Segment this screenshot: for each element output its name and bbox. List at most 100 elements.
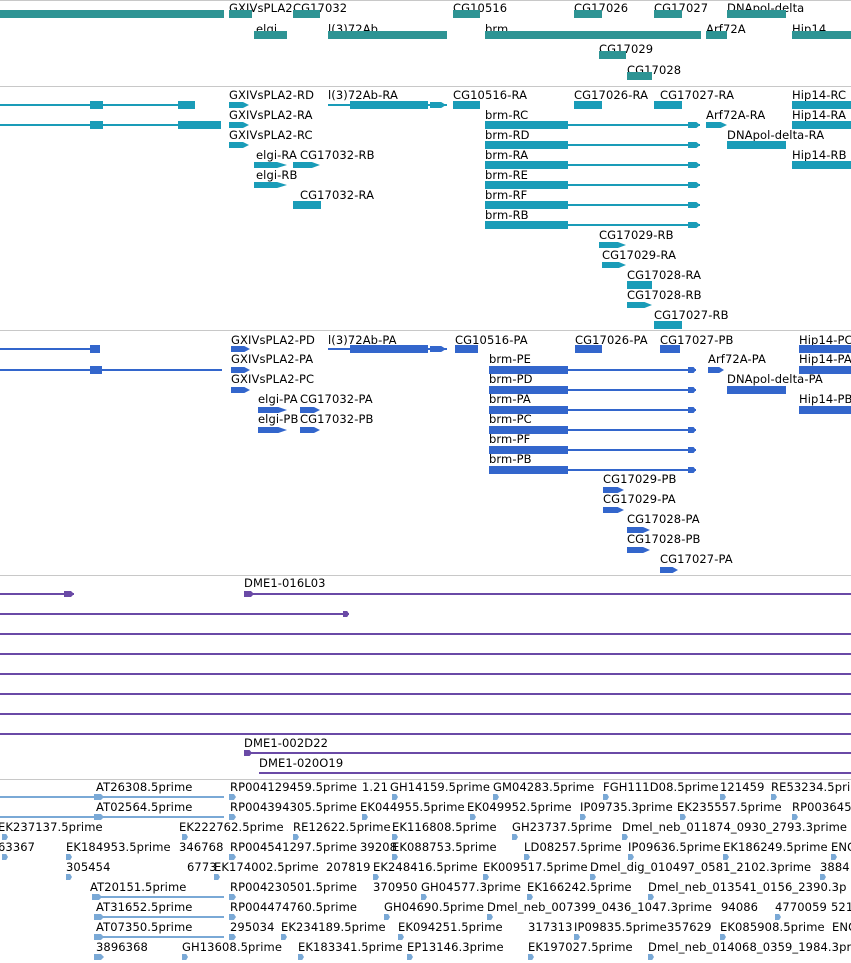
strand-arrow-icon[interactable] bbox=[407, 954, 413, 960]
feature-label[interactable]: 207819 bbox=[326, 860, 371, 874]
feature-label[interactable]: 346768 bbox=[179, 840, 224, 854]
exon-block[interactable] bbox=[574, 101, 602, 109]
strand-arrow-icon[interactable] bbox=[92, 894, 102, 900]
feature-label[interactable]: RE12622.5prime bbox=[293, 820, 391, 834]
strand-arrow-icon[interactable] bbox=[231, 387, 250, 393]
feature-label[interactable]: CG17027-PA bbox=[660, 552, 733, 566]
strand-arrow-icon[interactable] bbox=[590, 874, 596, 880]
strand-arrow-icon[interactable] bbox=[94, 794, 104, 800]
strand-arrow-icon[interactable] bbox=[229, 914, 236, 920]
strand-arrow-icon[interactable] bbox=[792, 814, 798, 820]
strand-arrow-icon[interactable] bbox=[648, 954, 654, 960]
strand-arrow-icon[interactable] bbox=[723, 854, 729, 860]
strand-arrow-icon[interactable] bbox=[254, 162, 287, 168]
strand-arrow-icon[interactable] bbox=[392, 794, 398, 800]
feature-label[interactable]: EK235557.5prime bbox=[677, 800, 782, 814]
intron-line[interactable] bbox=[489, 429, 696, 431]
feature-label[interactable]: GM04283.5prime bbox=[493, 780, 595, 794]
exon-block[interactable] bbox=[485, 181, 568, 189]
feature-label[interactable]: CG10516-PA bbox=[455, 333, 528, 347]
feature-label[interactable]: brm-PB bbox=[489, 452, 532, 466]
intron-line[interactable] bbox=[92, 896, 224, 898]
exon-block[interactable] bbox=[727, 10, 786, 18]
strand-arrow-icon[interactable] bbox=[300, 427, 320, 433]
intron-line[interactable] bbox=[94, 936, 224, 938]
exon-block[interactable] bbox=[799, 366, 851, 374]
feature-label[interactable]: l(3)72Ab-RA bbox=[328, 88, 398, 102]
feature-label[interactable]: GXIVsPLA2-RA bbox=[229, 108, 313, 122]
feature-label[interactable]: RP003645 bbox=[792, 800, 851, 814]
intron-line[interactable] bbox=[485, 124, 700, 126]
strand-arrow-icon[interactable] bbox=[688, 122, 700, 128]
strand-arrow-icon[interactable] bbox=[603, 507, 624, 513]
feature-label[interactable]: brm-RD bbox=[485, 128, 530, 142]
strand-arrow-icon[interactable] bbox=[820, 874, 826, 880]
feature-label[interactable]: 295034 bbox=[230, 920, 275, 934]
exon-block[interactable] bbox=[178, 101, 195, 109]
feature-label[interactable]: Hip14-RB bbox=[792, 148, 847, 162]
feature-label[interactable]: CG17028-RB bbox=[627, 288, 702, 302]
feature-label[interactable]: AT26308.5prime bbox=[96, 780, 193, 794]
intron-line[interactable] bbox=[94, 916, 224, 918]
strand-arrow-icon[interactable] bbox=[771, 794, 777, 800]
intron-line[interactable] bbox=[0, 593, 74, 595]
feature-label[interactable]: EK174002.5prime bbox=[214, 860, 319, 874]
strand-arrow-icon[interactable] bbox=[430, 102, 446, 108]
exon-block[interactable] bbox=[485, 31, 701, 39]
feature-label[interactable]: 521 bbox=[831, 900, 851, 914]
strand-arrow-icon[interactable] bbox=[300, 407, 320, 413]
strand-arrow-icon[interactable] bbox=[628, 854, 634, 860]
exon-block[interactable] bbox=[799, 345, 851, 353]
intron-line[interactable] bbox=[0, 673, 851, 675]
feature-label[interactable]: EK116808.5prime bbox=[392, 820, 497, 834]
strand-arrow-icon[interactable] bbox=[627, 302, 652, 308]
feature-label[interactable]: GH14159.5prime bbox=[390, 780, 491, 794]
feature-label[interactable]: DNApol-delta-PA bbox=[727, 372, 823, 386]
feature-label[interactable]: CG17032-RB bbox=[300, 148, 375, 162]
feature-label[interactable]: EK222762.5prime bbox=[179, 820, 284, 834]
strand-arrow-icon[interactable] bbox=[398, 934, 404, 940]
strand-arrow-icon[interactable] bbox=[64, 591, 74, 597]
exon-block[interactable] bbox=[727, 386, 786, 394]
feature-label[interactable]: 63367 bbox=[0, 840, 36, 854]
feature-label[interactable]: RP004541297.5prime bbox=[230, 840, 358, 854]
strand-arrow-icon[interactable] bbox=[483, 874, 489, 880]
intron-line[interactable] bbox=[244, 752, 851, 754]
feature-label[interactable]: AT20151.5prime bbox=[90, 880, 187, 894]
feature-label[interactable]: Dmel_neb_011874_0930_2793.3prime bbox=[622, 820, 848, 834]
exon-block[interactable] bbox=[627, 72, 652, 80]
exon-block[interactable] bbox=[792, 101, 851, 109]
feature-label[interactable]: CG17027-RA bbox=[660, 88, 735, 102]
strand-arrow-icon[interactable] bbox=[627, 547, 650, 553]
feature-label[interactable]: brm-PA bbox=[489, 392, 531, 406]
strand-arrow-icon[interactable] bbox=[688, 387, 696, 393]
feature-label[interactable]: 305454 bbox=[66, 860, 111, 874]
strand-arrow-icon[interactable] bbox=[229, 142, 249, 148]
exon-block[interactable] bbox=[660, 345, 680, 353]
feature-label[interactable]: 3884 bbox=[820, 860, 850, 874]
strand-arrow-icon[interactable] bbox=[229, 794, 236, 800]
intron-line[interactable] bbox=[485, 224, 700, 226]
exon-block[interactable] bbox=[328, 31, 447, 39]
strand-arrow-icon[interactable] bbox=[603, 794, 609, 800]
feature-label[interactable]: EK009517.5prime bbox=[483, 860, 588, 874]
feature-label[interactable]: Arf72A-PA bbox=[708, 352, 767, 366]
exon-block[interactable] bbox=[489, 386, 568, 394]
strand-arrow-icon[interactable] bbox=[66, 854, 72, 860]
strand-arrow-icon[interactable] bbox=[298, 954, 304, 960]
strand-arrow-icon[interactable] bbox=[293, 834, 299, 840]
strand-arrow-icon[interactable] bbox=[430, 346, 446, 352]
feature-label[interactable]: EK237137.5prime bbox=[0, 820, 103, 834]
feature-label[interactable]: CG10516-RA bbox=[453, 88, 528, 102]
intron-line[interactable] bbox=[489, 389, 696, 391]
feature-label[interactable]: CG17029-PA bbox=[603, 492, 676, 506]
strand-arrow-icon[interactable] bbox=[527, 894, 533, 900]
feature-label[interactable]: EK094251.5prime bbox=[398, 920, 503, 934]
exon-block[interactable] bbox=[485, 221, 568, 229]
feature-label[interactable]: RP004394305.5prime bbox=[230, 800, 358, 814]
strand-arrow-icon[interactable] bbox=[688, 367, 696, 373]
feature-label[interactable]: 94086 bbox=[721, 900, 759, 914]
feature-label[interactable]: brm-RC bbox=[485, 108, 529, 122]
feature-label[interactable]: EK186249.5prime bbox=[723, 840, 828, 854]
exon-block[interactable] bbox=[489, 446, 568, 454]
